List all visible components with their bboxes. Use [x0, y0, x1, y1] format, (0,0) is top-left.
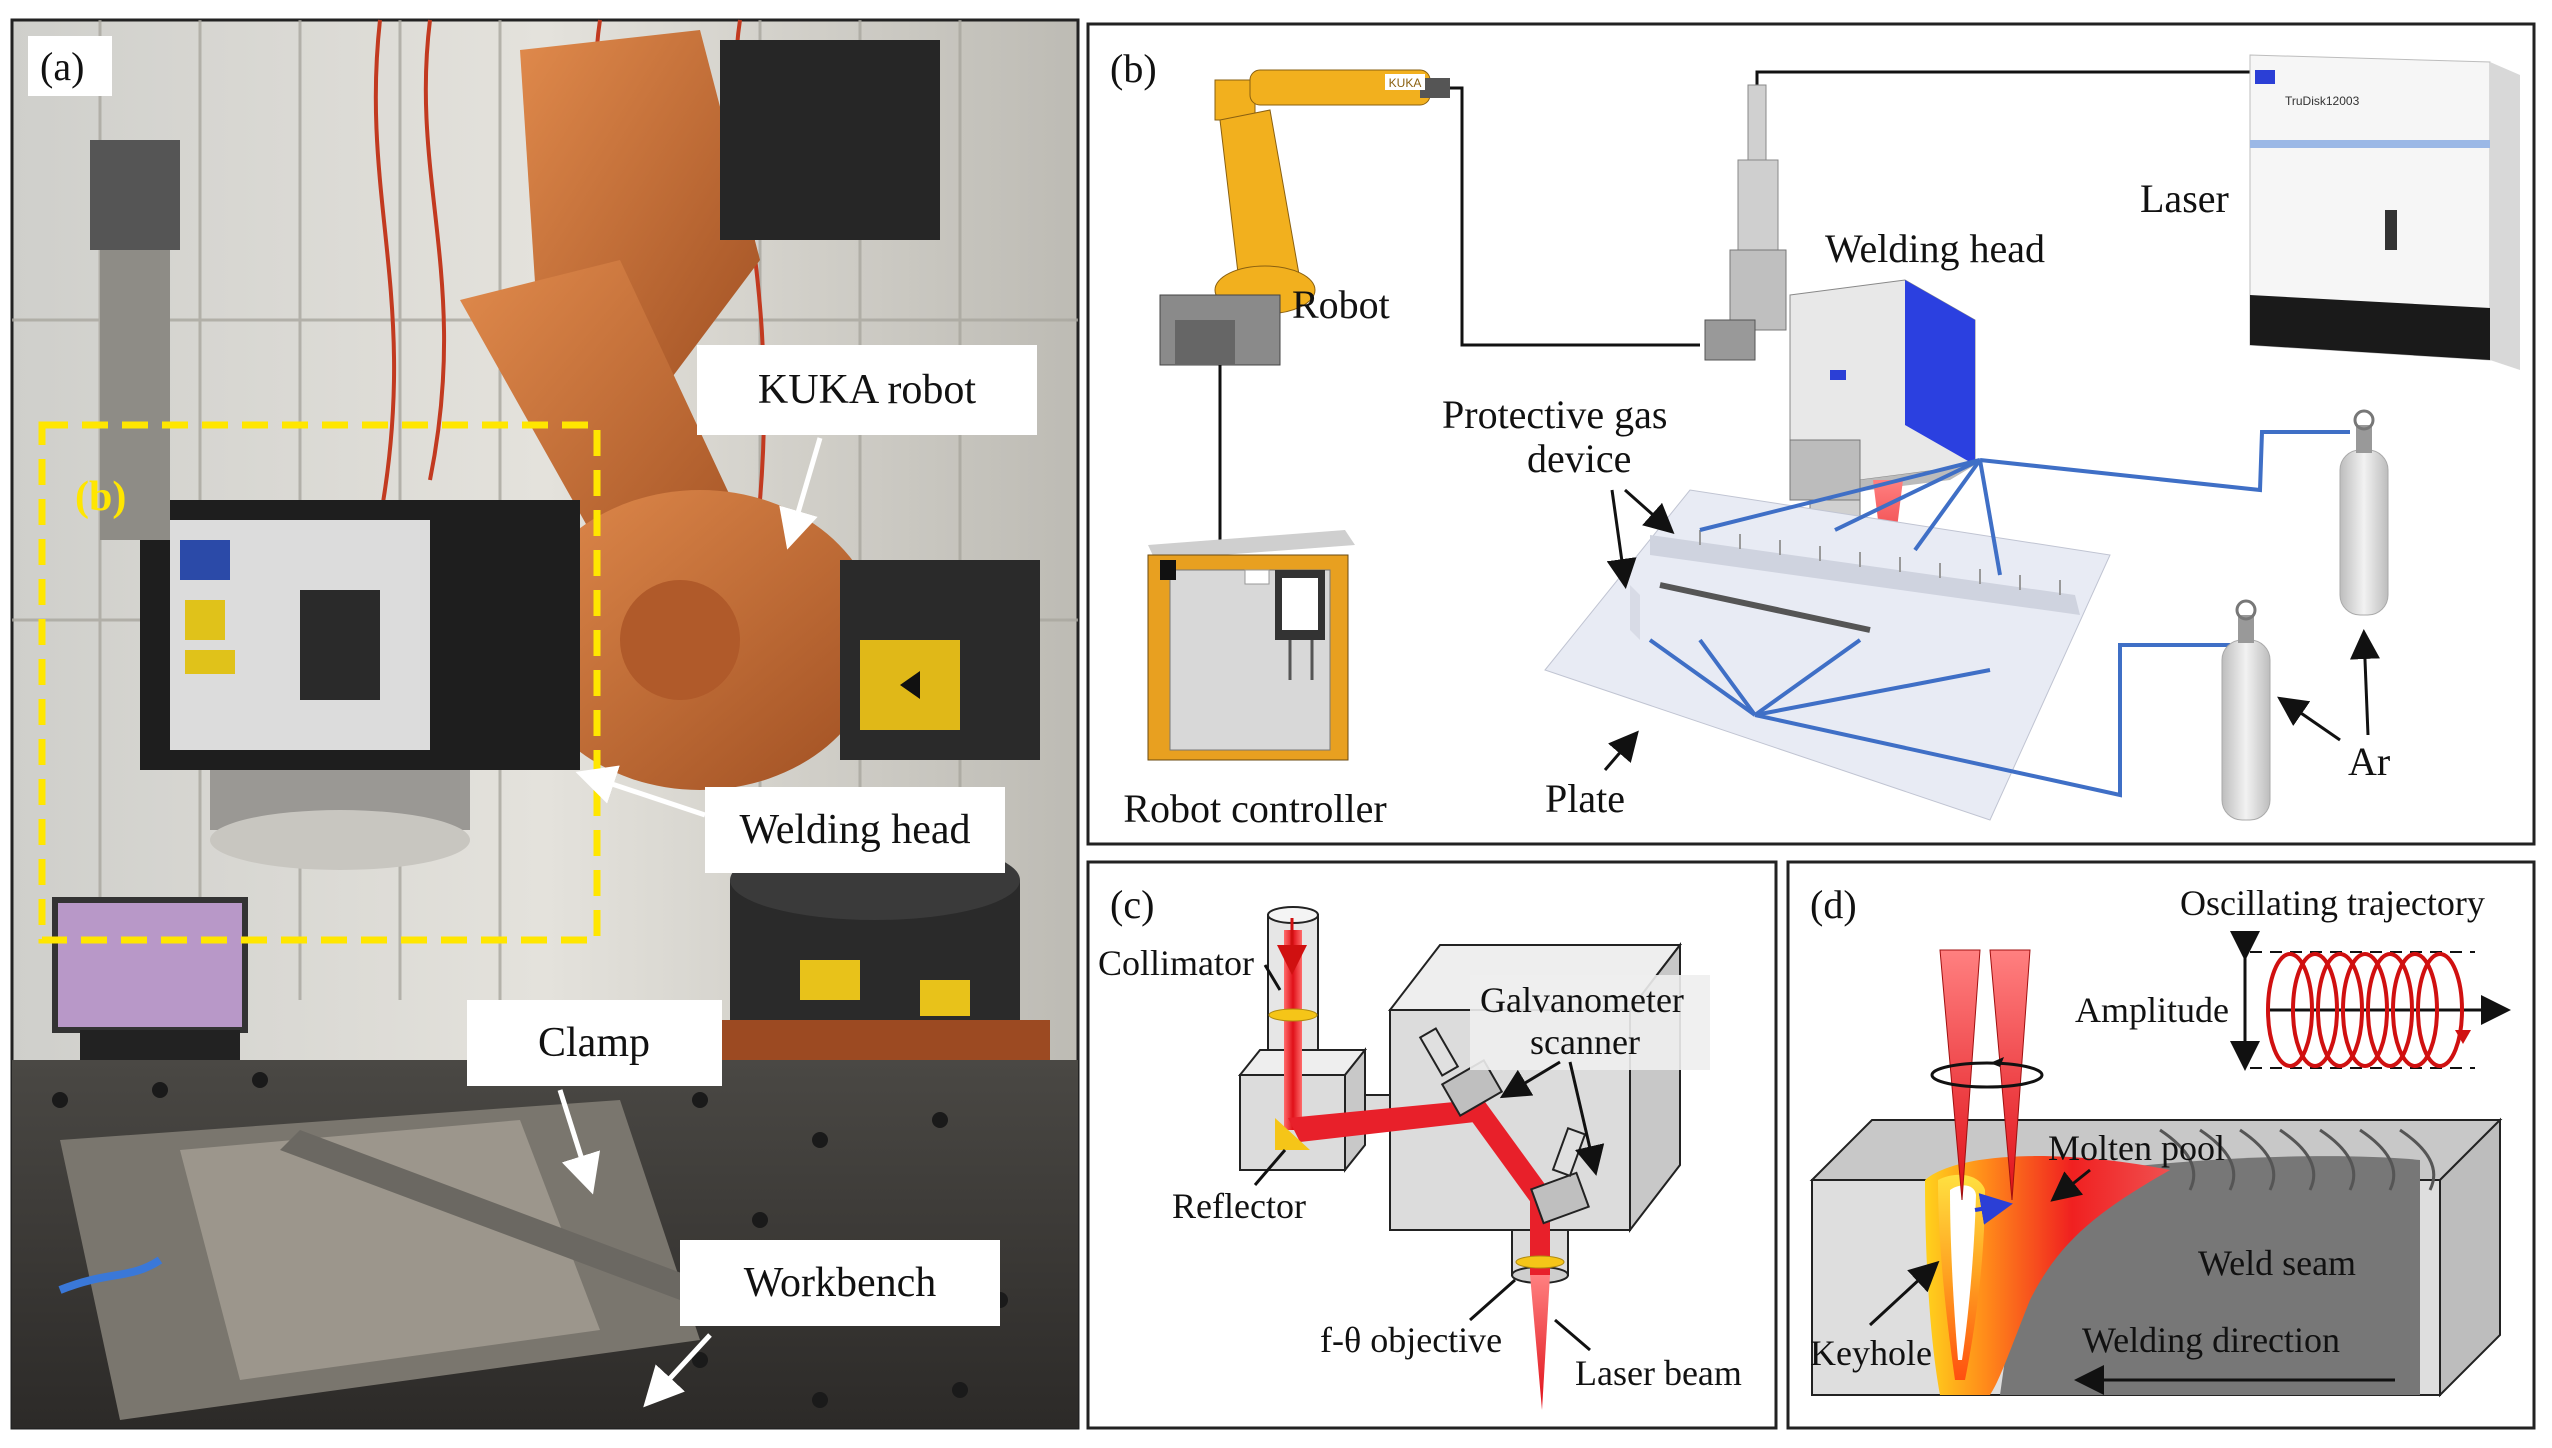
- keyhole-label: Keyhole: [1810, 1333, 1932, 1373]
- galvo-arrow-1: [1499, 1060, 1561, 1099]
- gas-cylinder-2: [2221, 599, 2271, 821]
- inset-dashed-box: [38, 421, 601, 944]
- ar-arrow-2: [2349, 629, 2380, 736]
- panel-d: (d): [1786, 860, 2536, 1430]
- collimator-lens: [1268, 1008, 1318, 1022]
- workpiece-block: [1809, 1117, 2503, 1398]
- welding-head-arrow: [575, 765, 706, 818]
- welding-head-3d-label: Welding head: [1825, 226, 2045, 271]
- robot-controller-label: Robot controller: [1123, 786, 1386, 831]
- oscillating-label: Oscillating trajectory: [2180, 883, 2485, 923]
- collimator-leader: [1263, 964, 1282, 991]
- blue-oscillation-arrow: [1974, 1193, 2013, 1225]
- panel-d-tag: (d): [1810, 882, 1857, 927]
- ar-arrow-1: [2277, 696, 2341, 742]
- panel-c-tag: (c): [1110, 882, 1154, 927]
- welding-head-label: Welding head: [739, 807, 970, 853]
- gas-nozzles: [1699, 530, 2061, 595]
- gas-arrow-1: [1624, 488, 1675, 534]
- panel-a: (b) (a) KUKA robot Welding head Clamp Wo…: [10, 18, 1080, 1430]
- molten-pool-label: Molten pool: [2048, 1128, 2225, 1168]
- robot-label: Robot: [1292, 282, 1390, 327]
- plate-label: Plate: [1545, 776, 1625, 821]
- workbench-arrow: [643, 1333, 712, 1408]
- amplitude-label: Amplitude: [2075, 990, 2229, 1030]
- galvo-label-2: scanner: [1530, 1022, 1640, 1062]
- robot-controller-3d: [1147, 530, 1355, 761]
- galvo-label-1: Galvanometer: [1480, 980, 1684, 1020]
- collimator-label: Collimator: [1098, 943, 1254, 983]
- panel-b-tag: (b): [1110, 46, 1157, 91]
- objective-lens: [1515, 1255, 1565, 1269]
- panel-a-tag-bg: [28, 36, 112, 96]
- plate-arrow: [1603, 730, 1639, 771]
- rotation-arrowhead: [1990, 1057, 2004, 1067]
- welding-head-label-box: [705, 787, 1005, 873]
- panel-a-tag: (a): [40, 44, 84, 89]
- reflector-mirror: [1275, 1118, 1310, 1150]
- oscillating-trajectory: [2230, 931, 2511, 1071]
- galvo-label-bg: [1470, 975, 1710, 1070]
- objective-leader: [1469, 1278, 1516, 1322]
- kuka-arrow: [779, 437, 823, 550]
- weld-ripples: [2159, 1128, 2436, 1191]
- galvo-mirror-1: [1418, 1027, 1504, 1117]
- monitor: [52, 897, 248, 1060]
- welding-head-photo: [90, 140, 580, 870]
- keyhole-arrow: [1868, 1260, 1940, 1327]
- molten-pool-arrow: [2050, 1168, 2091, 1202]
- kuka-robot-label: KUKA robot: [758, 367, 976, 413]
- keyhole-core: [1950, 1185, 1976, 1360]
- laser-beam-path: [1277, 918, 1560, 1410]
- weld-seam-label: Weld seam: [2198, 1243, 2356, 1283]
- rotation-ellipse: [1930, 1061, 2044, 1089]
- plate-3d: [1544, 489, 2111, 821]
- clamp-arrow: [557, 1089, 601, 1195]
- laser-beam-label: Laser beam: [1575, 1353, 1742, 1393]
- galvo-arrow-2: [1568, 1061, 1605, 1176]
- laser-beam-1: [1939, 949, 1981, 1201]
- laser-beam-leader: [1554, 1318, 1591, 1352]
- kuka-robot-arm: [460, 30, 1040, 790]
- objective-label: f-θ objective: [1320, 1320, 1502, 1360]
- gas-arrow-2: [1606, 489, 1637, 589]
- reflector-label: Reflector: [1172, 1186, 1306, 1226]
- kuka-brand: KUKA: [1389, 76, 1422, 90]
- panel-b: (b) KUKA Robot: [1086, 22, 2536, 846]
- ar-label: Ar: [2348, 739, 2390, 784]
- clamp-label: Clamp: [538, 1020, 650, 1066]
- workbench-label: Workbench: [744, 1260, 937, 1306]
- gas-lines: [1648, 430, 2350, 798]
- protective-gas-label-2: device: [1527, 436, 1631, 481]
- clamp-label-box: [467, 1000, 722, 1086]
- protective-gas-label-1: Protective gas: [1442, 392, 1668, 437]
- laser-label: Laser: [2140, 176, 2229, 221]
- robot-head-cable: [1450, 86, 1700, 347]
- reflector-leader: [1253, 1149, 1287, 1186]
- workbench-label-box: [680, 1240, 1000, 1326]
- laser-beam-2: [1989, 949, 2031, 1201]
- laser-model-text: TruDisk12003: [2285, 94, 2360, 108]
- inset-tag: (b): [75, 474, 126, 520]
- workbench: [12, 1060, 1078, 1428]
- laser-source-3d: TruDisk12003: [2249, 54, 2520, 370]
- robot-3d: KUKA: [1159, 69, 1450, 366]
- welding-direction-label: Welding direction: [2082, 1320, 2340, 1360]
- gas-cylinder-1: [2339, 409, 2389, 616]
- kuka-label-box: [697, 345, 1037, 435]
- weld-line: [1659, 582, 1871, 633]
- panel-c: (c): [1086, 860, 1778, 1430]
